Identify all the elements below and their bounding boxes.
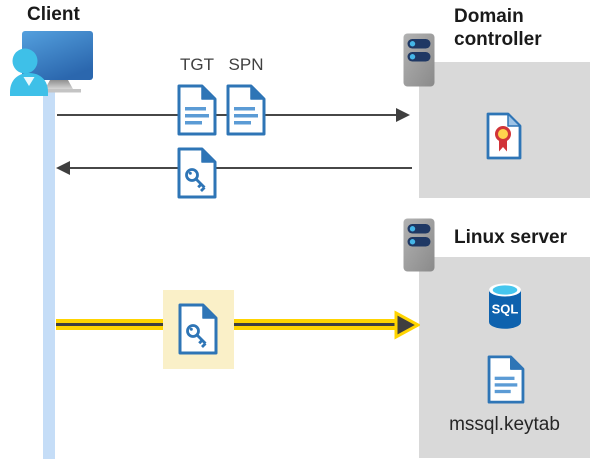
spn-document-icon: [226, 84, 266, 136]
domain-controller-server-icon: [403, 33, 435, 87]
auth-key-document-icon: [178, 303, 218, 355]
client-icon: [10, 31, 93, 96]
linux-server-icon: [403, 218, 435, 272]
certificate-icon: [486, 112, 522, 160]
ticket-response-arrowhead-icon: [56, 161, 70, 175]
tgt-label: TGT: [180, 55, 214, 74]
keytab-label: mssql.keytab: [449, 414, 560, 435]
auth-flow-arrowhead-icon: [394, 310, 420, 340]
monitor-stand: [45, 80, 73, 89]
spn-label: SPN: [228, 55, 264, 74]
sql-database-icon: SQL: [489, 283, 521, 329]
ticket-response-arrow: [64, 167, 412, 169]
keytab-document-icon: [487, 355, 525, 404]
monitor-stand-base: [43, 89, 81, 93]
client-lifeline: [43, 91, 55, 459]
tgt-document-icon: [177, 84, 217, 136]
client-label: Client: [27, 4, 80, 25]
linux-server-label: Linux server: [454, 227, 567, 248]
domain-controller-label: Domain controller: [454, 6, 542, 50]
monitor-shape: [22, 31, 93, 80]
response-key-document-icon: [177, 147, 217, 199]
person-collar: [23, 77, 35, 86]
person-head: [12, 48, 38, 74]
sql-badge-label: SQL: [492, 302, 519, 317]
ticket-request-arrowhead-icon: [396, 108, 410, 122]
